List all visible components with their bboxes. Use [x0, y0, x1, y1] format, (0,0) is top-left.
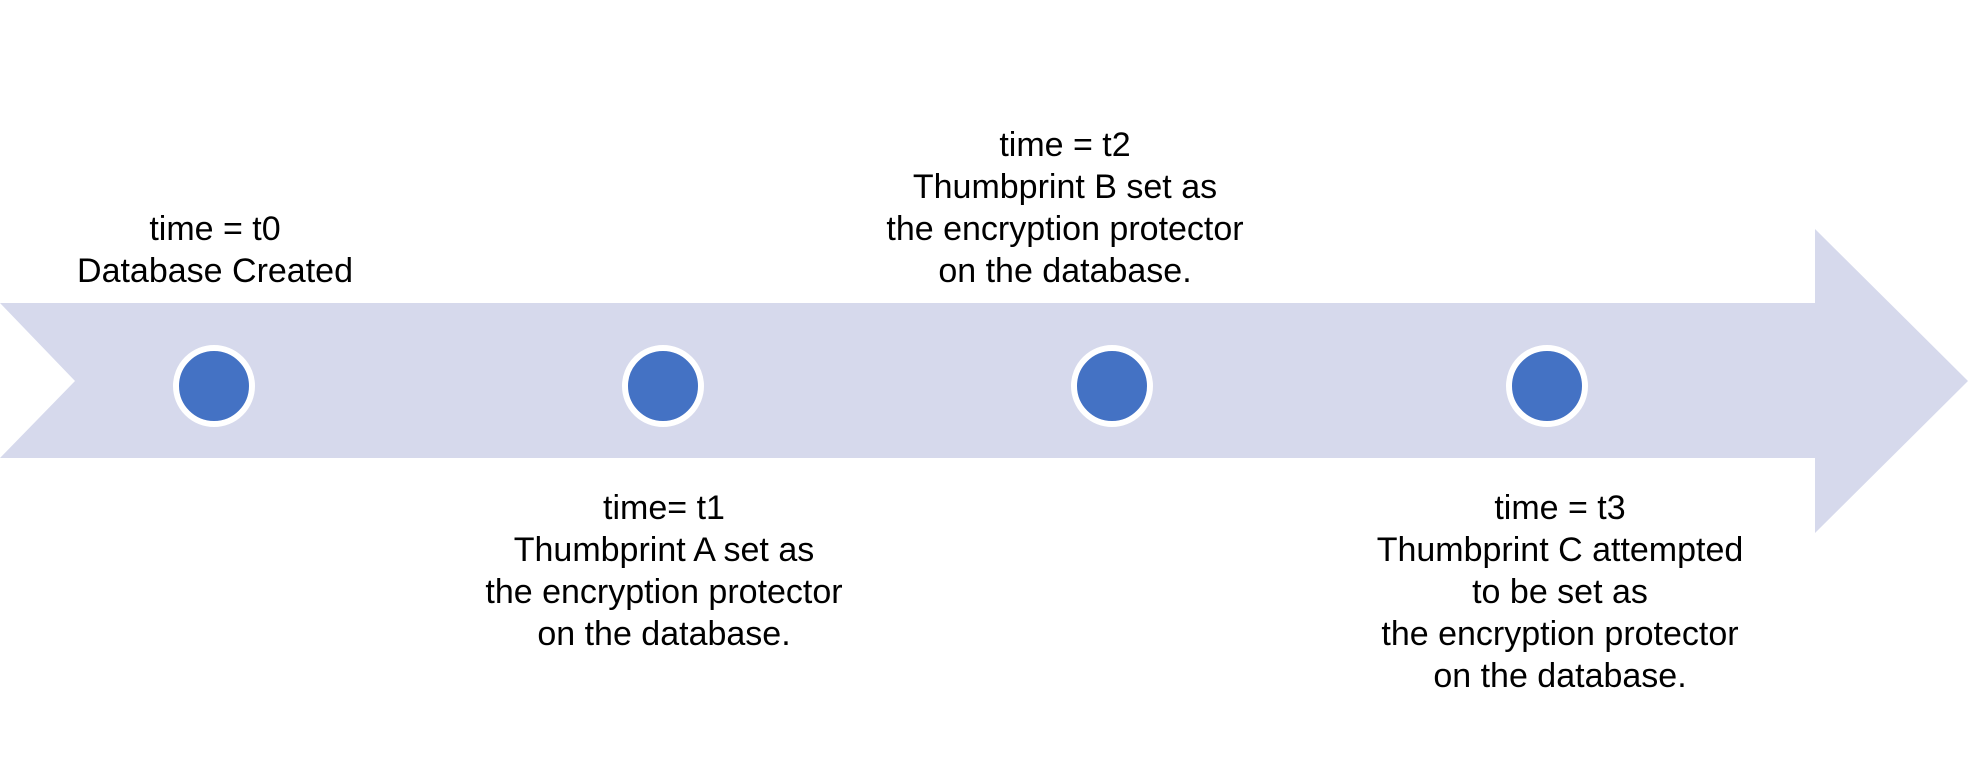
event-label-t0: time = t0 Database Created — [77, 208, 353, 292]
event-label-line: time= t1 — [603, 489, 725, 527]
event-label-line: Thumbprint C attempted — [1376, 531, 1744, 569]
event-label-line: time = t3 — [1494, 489, 1626, 527]
event-label-line: Thumbprint A set as — [513, 531, 815, 569]
event-marker-t3 — [1506, 345, 1588, 427]
event-label-line: on the database. — [1433, 657, 1687, 695]
event-label-line: the encryption protector — [485, 573, 843, 611]
timeline-arrow-band — [0, 229, 1968, 533]
event-label-line: on the database. — [537, 615, 791, 653]
event-marker-t1 — [622, 345, 704, 427]
event-label-line: on the database. — [938, 252, 1192, 290]
event-label-line: Thumbprint B set as — [912, 168, 1218, 206]
event-label-line: the encryption protector — [886, 210, 1244, 248]
event-label-line: to be set as — [1472, 573, 1648, 611]
event-label-line: Database Created — [77, 252, 353, 290]
event-label-t1: time= t1 Thumbprint A set as the encrypt… — [485, 487, 842, 655]
event-label-line: the encryption protector — [1381, 615, 1739, 653]
event-label-line: time = t2 — [999, 126, 1131, 164]
event-label-line: time = t0 — [149, 210, 281, 248]
event-label-t2: time = t2 Thumbprint B set as the encryp… — [886, 124, 1243, 292]
event-marker-t0 — [173, 345, 255, 427]
event-label-t3: time = t3 Thumbprint C attempted to be s… — [1377, 487, 1744, 697]
event-marker-t2 — [1071, 345, 1153, 427]
